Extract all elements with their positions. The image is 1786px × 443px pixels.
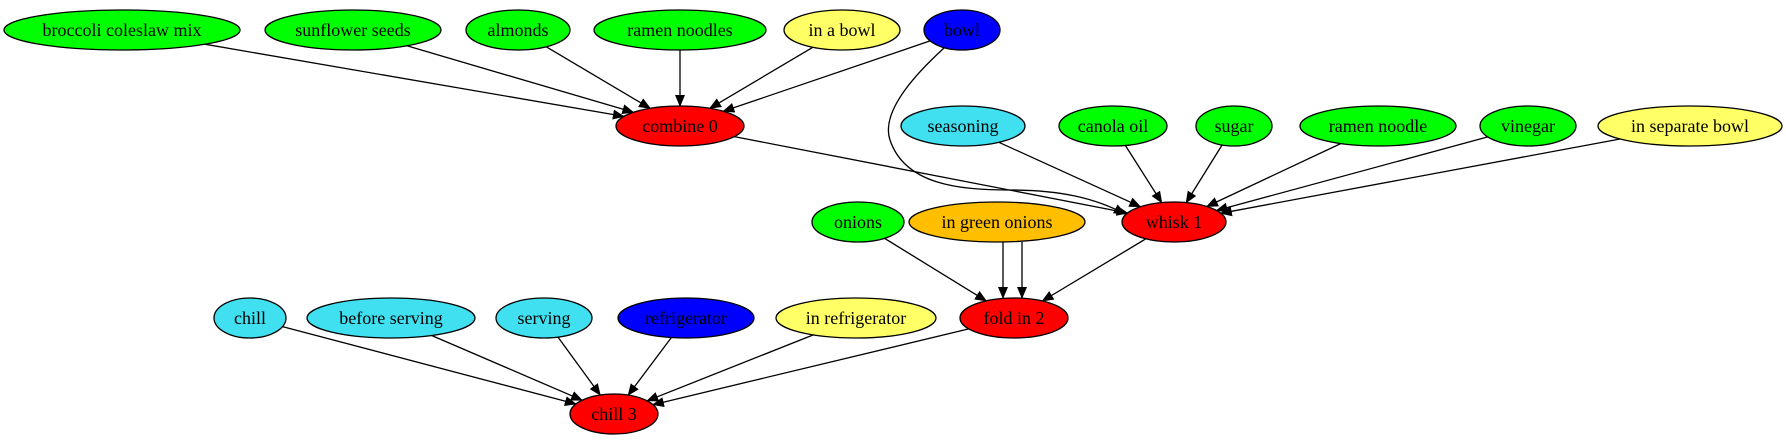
node-onions: onions — [811, 201, 905, 243]
edge-refrigerator-to-chill-3 — [627, 337, 672, 396]
nodes-layer: broccoli coleslaw mix sunflower seeds almo… — [3, 9, 1783, 435]
node-sugar: sugar — [1195, 105, 1273, 147]
node-shape — [1299, 105, 1457, 147]
edge-serving-to-chill-3 — [557, 336, 601, 396]
edge-in-a-bowl-to-combine-0 — [709, 46, 814, 109]
node-label: chill — [234, 308, 266, 328]
node-refrigerator: refrigerator — [617, 297, 755, 339]
node-shape — [1058, 105, 1168, 147]
node-shape — [1121, 201, 1227, 243]
edge-sunflower-seeds-to-combine-0 — [406, 45, 635, 114]
node-label: in a bowl — [809, 20, 876, 40]
edge-combine-0-to-whisk-1 — [734, 135, 1129, 216]
node-shape — [1479, 105, 1577, 147]
edge-in-separate-bowl-to-whisk-1 — [1219, 138, 1621, 217]
node-label: combine 0 — [642, 116, 717, 136]
node-label: onions — [834, 212, 882, 232]
edge-bowl-to-combine-0 — [722, 40, 931, 113]
node-canola-oil: canola oil — [1058, 105, 1168, 147]
edge-in-refrigerator-to-chill-3 — [646, 334, 814, 402]
node-combine-0: combine 0 — [615, 105, 745, 147]
node-shape — [615, 105, 745, 147]
node-shape — [783, 9, 901, 51]
node-shape — [811, 201, 905, 243]
edge-sugar-to-whisk-1 — [1185, 144, 1223, 204]
node-bowl: bowl — [923, 9, 1001, 51]
node-label: before serving — [339, 308, 442, 328]
node-chill: chill — [213, 297, 287, 339]
node-label: in refrigerator — [806, 308, 906, 328]
node-shape — [1195, 105, 1273, 147]
node-label: vinegar — [1501, 116, 1555, 136]
node-label: seasoning — [928, 116, 999, 136]
node-ramen-noodle: ramen noodle — [1299, 105, 1457, 147]
node-shape — [3, 9, 241, 51]
node-label: in separate bowl — [1631, 116, 1749, 136]
node-label: bowl — [944, 20, 980, 40]
edge-fold-in-2-to-chill-3 — [651, 328, 969, 407]
node-label: in green onions — [942, 212, 1053, 232]
node-label: ramen noodle — [1329, 116, 1427, 136]
node-shape — [1597, 105, 1783, 147]
node-label: fold in 2 — [984, 308, 1045, 328]
node-fold-in-2: fold in 2 — [959, 297, 1069, 339]
edge-broccoli-coleslaw-mix-to-combine-0 — [204, 43, 625, 120]
node-serving: serving — [495, 297, 593, 339]
node-chill-3: chill 3 — [569, 393, 659, 435]
node-label: almonds — [488, 20, 549, 40]
node-sunflower-seeds: sunflower seeds — [264, 9, 442, 51]
node-almonds: almonds — [465, 9, 571, 51]
node-seasoning: seasoning — [900, 105, 1026, 147]
node-label: ramen noodles — [627, 20, 732, 40]
node-in-refrigerator: in refrigerator — [775, 297, 937, 339]
node-in-a-bowl: in a bowl — [783, 9, 901, 51]
node-shape — [908, 201, 1086, 243]
node-shape — [569, 393, 659, 435]
edge-bowl-to-whisk-1 — [887, 47, 1126, 215]
node-shape — [465, 9, 571, 51]
edge-seasoning-to-whisk-1 — [998, 141, 1142, 208]
node-label: sugar — [1215, 116, 1254, 136]
node-in-separate-bowl: in separate bowl — [1597, 105, 1783, 147]
edge-vinegar-to-whisk-1 — [1215, 136, 1488, 213]
node-label: broccoli coleslaw mix — [43, 20, 202, 40]
node-shape — [923, 9, 1001, 51]
node-label: refrigerator — [645, 308, 727, 328]
node-vinegar: vinegar — [1479, 105, 1577, 147]
node-label: whisk 1 — [1146, 212, 1203, 232]
edges-layer — [204, 40, 1621, 407]
node-shape — [306, 297, 476, 339]
edge-onions-to-fold-in-2 — [884, 237, 988, 302]
node-shape — [959, 297, 1069, 339]
node-in-green-onions: in green onions — [908, 201, 1086, 243]
node-label: chill 3 — [591, 404, 637, 424]
edge-almonds-to-combine-0 — [545, 46, 651, 109]
node-broccoli-coleslaw-mix: broccoli coleslaw mix — [3, 9, 241, 51]
edge-whisk-1-to-fold-in-2 — [1041, 238, 1147, 302]
node-shape — [617, 297, 755, 339]
node-shape — [495, 297, 593, 339]
edge-before-serving-to-chill-3 — [431, 334, 584, 401]
node-shape — [593, 9, 767, 51]
node-label: sunflower seeds — [295, 20, 410, 40]
edge-ramen-noodle-to-whisk-1 — [1205, 143, 1341, 208]
edge-canola-oil-to-whisk-1 — [1124, 145, 1163, 204]
node-before-serving: before serving — [306, 297, 476, 339]
node-label: canola oil — [1078, 116, 1148, 136]
node-shape — [264, 9, 442, 51]
node-whisk-1: whisk 1 — [1121, 201, 1227, 243]
node-shape — [775, 297, 937, 339]
edge-chill-to-chill-3 — [282, 325, 577, 407]
node-label: serving — [518, 308, 571, 328]
node-shape — [213, 297, 287, 339]
node-ramen-noodles: ramen noodles — [593, 9, 767, 51]
node-shape — [900, 105, 1026, 147]
